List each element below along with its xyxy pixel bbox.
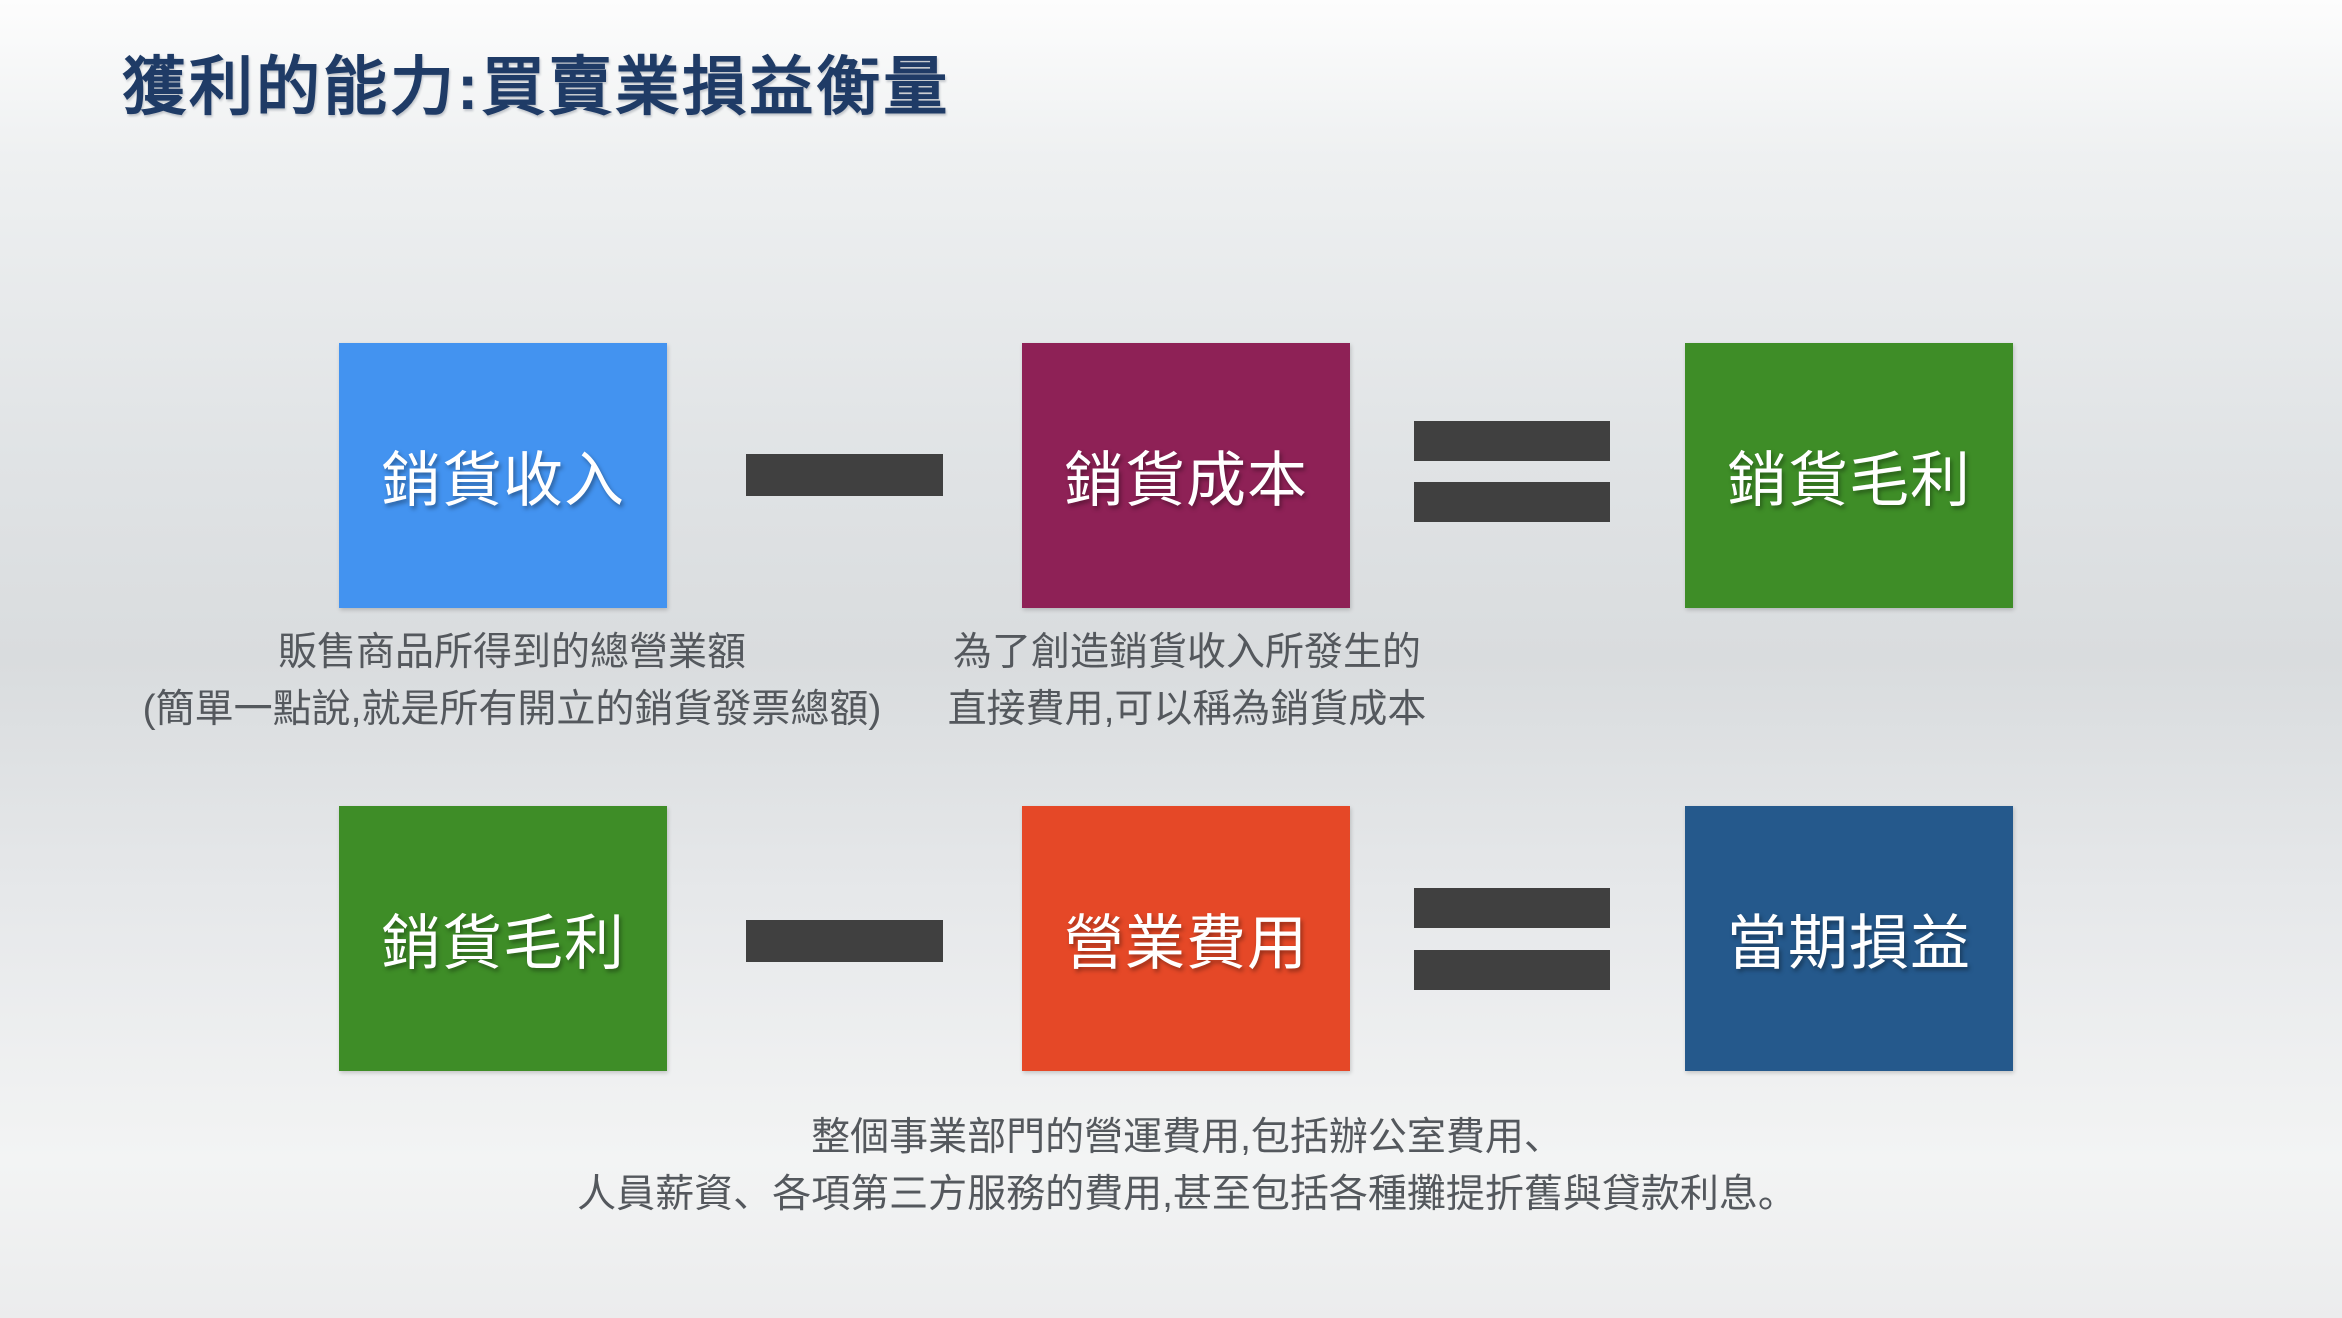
box-sales-revenue: 銷貨收入 (339, 343, 667, 608)
caption-operating-expenses: 整個事業部門的營運費用,包括辦公室費用、 人員薪資、各項第三方服務的費用,甚至包… (487, 1109, 1887, 1223)
caption-sales-revenue: 販售商品所得到的總營業額 (簡單一點說,就是所有開立的銷貨發票總額) (62, 624, 962, 738)
minus-operator-row2 (746, 920, 943, 962)
equals-bar-top-row2 (1414, 888, 1610, 928)
caption-cost-of-goods-sold-line1: 為了創造銷貨收入所發生的 (952, 631, 1421, 674)
box-operating-expenses-label: 營業費用 (1064, 910, 1308, 977)
caption-cost-of-goods-sold: 為了創造銷貨收入所發生的 直接費用,可以稱為銷貨成本 (737, 624, 1637, 738)
box-gross-profit: 銷貨毛利 (339, 806, 667, 1071)
minus-operator-row1 (746, 454, 943, 496)
equals-bar-bottom-row1 (1414, 482, 1610, 522)
caption-sales-revenue-line2: (簡單一點說,就是所有開立的銷貨發票總額) (142, 688, 882, 731)
equals-bar-top-row1 (1414, 421, 1610, 461)
caption-operating-expenses-line2: 人員薪資、各項第三方服務的費用,甚至包括各種攤提折舊與貸款利息。 (577, 1173, 1797, 1216)
box-net-income-label: 當期損益 (1727, 910, 1971, 977)
caption-operating-expenses-line1: 整個事業部門的營運費用,包括辦公室費用、 (811, 1116, 1563, 1159)
caption-sales-revenue-line1: 販售商品所得到的總營業額 (277, 631, 746, 674)
box-net-income: 當期損益 (1685, 806, 2013, 1071)
box-cost-of-goods-sold: 銷貨成本 (1022, 343, 1350, 608)
box-gross-profit-result: 銷貨毛利 (1685, 343, 2013, 608)
box-gross-profit-label: 銷貨毛利 (381, 910, 625, 977)
caption-cost-of-goods-sold-line2: 直接費用,可以稱為銷貨成本 (947, 688, 1427, 731)
box-cost-of-goods-sold-label: 銷貨成本 (1064, 447, 1308, 514)
box-sales-revenue-label: 銷貨收入 (381, 447, 625, 514)
equals-bar-bottom-row2 (1414, 950, 1610, 990)
slide-title: 獲利的能力:買賣業損益衡量 (122, 51, 951, 123)
box-operating-expenses: 營業費用 (1022, 806, 1350, 1071)
box-gross-profit-result-label: 銷貨毛利 (1727, 447, 1971, 514)
